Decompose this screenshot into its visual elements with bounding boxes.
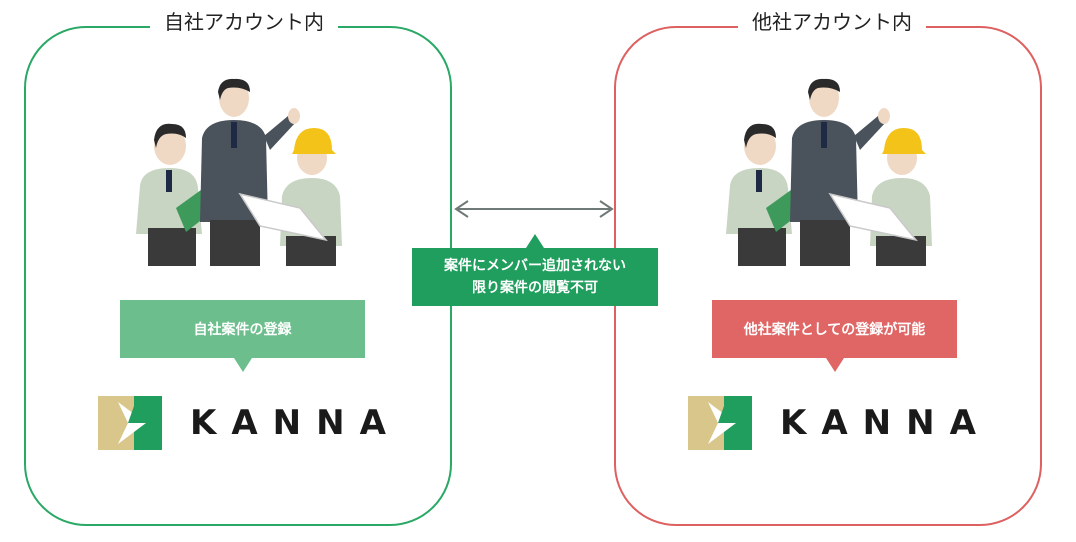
kanna-logo: KANNA [98, 396, 401, 450]
double-arrow-icon [454, 200, 614, 218]
access-restriction-note: 案件にメンバー追加されない 限り案件の閲覧不可 [412, 234, 658, 306]
note-line-1: 案件にメンバー追加されない [444, 258, 626, 274]
workers-illustration [726, 78, 932, 266]
note-line-2: 限り案件の閲覧不可 [472, 280, 598, 296]
own-project-bubble: 自社案件の登録 [120, 300, 365, 372]
kanna-logo: KANNA [688, 396, 991, 450]
workers-illustration [136, 78, 342, 266]
other-account-title: 他社アカウント内 [738, 8, 926, 36]
other-project-bubble: 他社案件としての登録が可能 [712, 300, 957, 372]
kanna-logo-mark [688, 396, 752, 450]
own-account-title: 自社アカウント内 [150, 8, 338, 36]
kanna-wordmark: KANNA [780, 403, 991, 443]
kanna-logo-mark [98, 396, 162, 450]
kanna-wordmark: KANNA [190, 403, 401, 443]
